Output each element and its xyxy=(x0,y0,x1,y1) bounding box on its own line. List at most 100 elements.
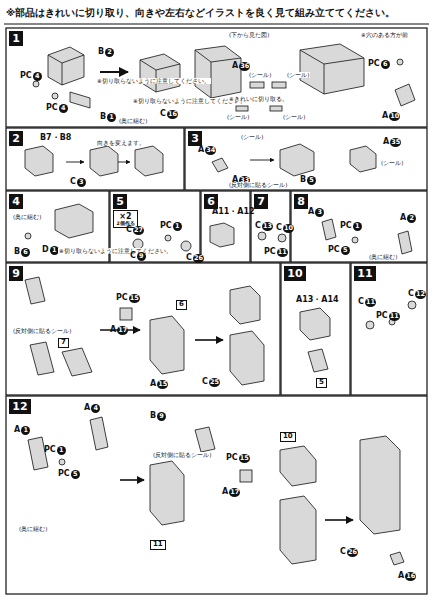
step-number-text: 2 xyxy=(9,132,23,145)
part-name: C12 xyxy=(408,290,426,299)
step-number-text: 1 xyxy=(9,32,23,45)
step-number-text: 8 xyxy=(294,195,308,208)
step-number: 3 xyxy=(188,131,202,146)
part-name: B6 xyxy=(14,248,30,257)
step-reference: 10 xyxy=(280,432,296,442)
step-number-text: 6 xyxy=(204,195,218,208)
part-name: A36 xyxy=(232,62,250,71)
part-name: D1 xyxy=(42,246,59,255)
step-number: 6 xyxy=(204,194,218,209)
part-name: PC6 xyxy=(368,60,390,69)
note-text: (シール) xyxy=(240,134,264,140)
note-text: ※穴のある方が前 xyxy=(360,32,409,38)
note-text: (シール) xyxy=(226,114,250,120)
part-name: PC1 xyxy=(160,222,182,231)
step-reference: 6 xyxy=(176,300,187,310)
part-name: PC4 xyxy=(46,104,68,113)
part-name: A1 xyxy=(14,426,30,435)
part-name: B9 xyxy=(150,412,166,421)
part-name: A16 xyxy=(398,572,416,581)
repeat-note: 2個作る xyxy=(114,221,137,226)
step-number: 7 xyxy=(254,194,268,209)
part-name: C9 xyxy=(130,252,146,261)
step-reference: 7 xyxy=(58,338,69,348)
part-name: PC5 xyxy=(328,246,350,255)
part-name: A4 xyxy=(84,404,100,413)
step-reference: 5 xyxy=(316,378,327,388)
step-number: 5 xyxy=(113,194,127,209)
header-note: ※部品はきれいに切り取り、向きや左右などイラストを良く見て組み立ててください。 xyxy=(6,7,427,20)
part-name: A17 xyxy=(222,488,240,497)
note-text: ※きれいに切り取る。 xyxy=(228,96,289,102)
note-text: (奥に組む) xyxy=(368,254,398,260)
part-name: A3 xyxy=(308,208,324,217)
part-name: A11・A12 xyxy=(212,208,255,217)
part-name: C27 xyxy=(126,226,144,235)
step-number: 10 xyxy=(284,266,306,281)
note-text: (シール) xyxy=(282,114,306,120)
part-name: A17 xyxy=(110,326,128,335)
note-text: (シール) xyxy=(380,160,404,166)
part-name: PC4 xyxy=(20,72,42,81)
note-text: (反対側に貼るシール) xyxy=(12,328,72,334)
part-name: B2 xyxy=(98,48,114,57)
part-name: A13・A14 xyxy=(296,296,339,305)
note-text: (シール) xyxy=(248,72,272,78)
step-number: 11 xyxy=(354,266,376,281)
part-name: C13 xyxy=(255,222,273,231)
part-name: PC15 xyxy=(116,294,140,303)
note-text: (下から見た図) xyxy=(228,32,270,38)
part-name: A2 xyxy=(400,214,416,223)
part-name: PC11 xyxy=(264,248,288,257)
part-name: PC11 xyxy=(376,312,400,321)
part-name: A15 xyxy=(150,380,168,389)
repeat-box: ×22個作る xyxy=(113,210,138,228)
part-drawings xyxy=(25,44,416,565)
assembly-arrows xyxy=(66,72,353,520)
part-name: C25 xyxy=(202,378,220,387)
part-name: PC1 xyxy=(44,446,66,455)
part-name: PC15 xyxy=(226,454,250,463)
part-name: C11 xyxy=(358,298,376,307)
note-text: 向きを変えます。 xyxy=(96,140,146,146)
panel-frames xyxy=(4,24,429,594)
step-number-text: 11 xyxy=(354,267,376,280)
part-name: B1 xyxy=(100,113,116,122)
part-name: C10 xyxy=(276,224,294,233)
part-name: PC1 xyxy=(340,222,362,231)
note-text: ※切り取らないように注意してください。 xyxy=(96,78,211,84)
step-number: 4 xyxy=(9,194,23,209)
note-text: (奥に組む) xyxy=(118,118,148,124)
part-name: C16 xyxy=(160,110,178,119)
step-number: 2 xyxy=(9,131,23,146)
step-number-text: ×2 xyxy=(114,212,137,221)
note-text: (反対側に貼るシール) xyxy=(152,452,212,458)
note-text: (奥に組む) xyxy=(12,214,42,220)
step-reference: 11 xyxy=(150,540,166,550)
step-number: 1 xyxy=(9,31,23,46)
part-name: C26 xyxy=(186,254,204,263)
step-number: 12 xyxy=(9,399,31,414)
step-number-text: 7 xyxy=(254,195,268,208)
step-number-text: 3 xyxy=(188,132,202,145)
note-text: ※切り取らないように注意してください。 xyxy=(58,248,173,254)
part-name: C26 xyxy=(340,548,358,557)
part-name: PC5 xyxy=(58,470,80,479)
step-number-text: 9 xyxy=(9,267,23,280)
part-name: A35 xyxy=(383,138,401,147)
step-number: 9 xyxy=(9,266,23,281)
part-name: A34 xyxy=(198,146,216,155)
note-text: (奥に組む) xyxy=(18,526,48,532)
step-number: 8 xyxy=(294,194,308,209)
step-number-text: 4 xyxy=(9,195,23,208)
step-number-text: 12 xyxy=(9,400,31,413)
part-name: C3 xyxy=(70,178,86,187)
note-text: (反対側に貼るシール) xyxy=(228,182,288,188)
part-name: A10 xyxy=(382,112,400,121)
step-number-text: 10 xyxy=(284,267,306,280)
note-text: (シール) xyxy=(286,72,310,78)
part-name: B5 xyxy=(300,176,316,185)
part-name: B7・B8 xyxy=(40,134,71,143)
step-number-text: 5 xyxy=(113,195,127,208)
